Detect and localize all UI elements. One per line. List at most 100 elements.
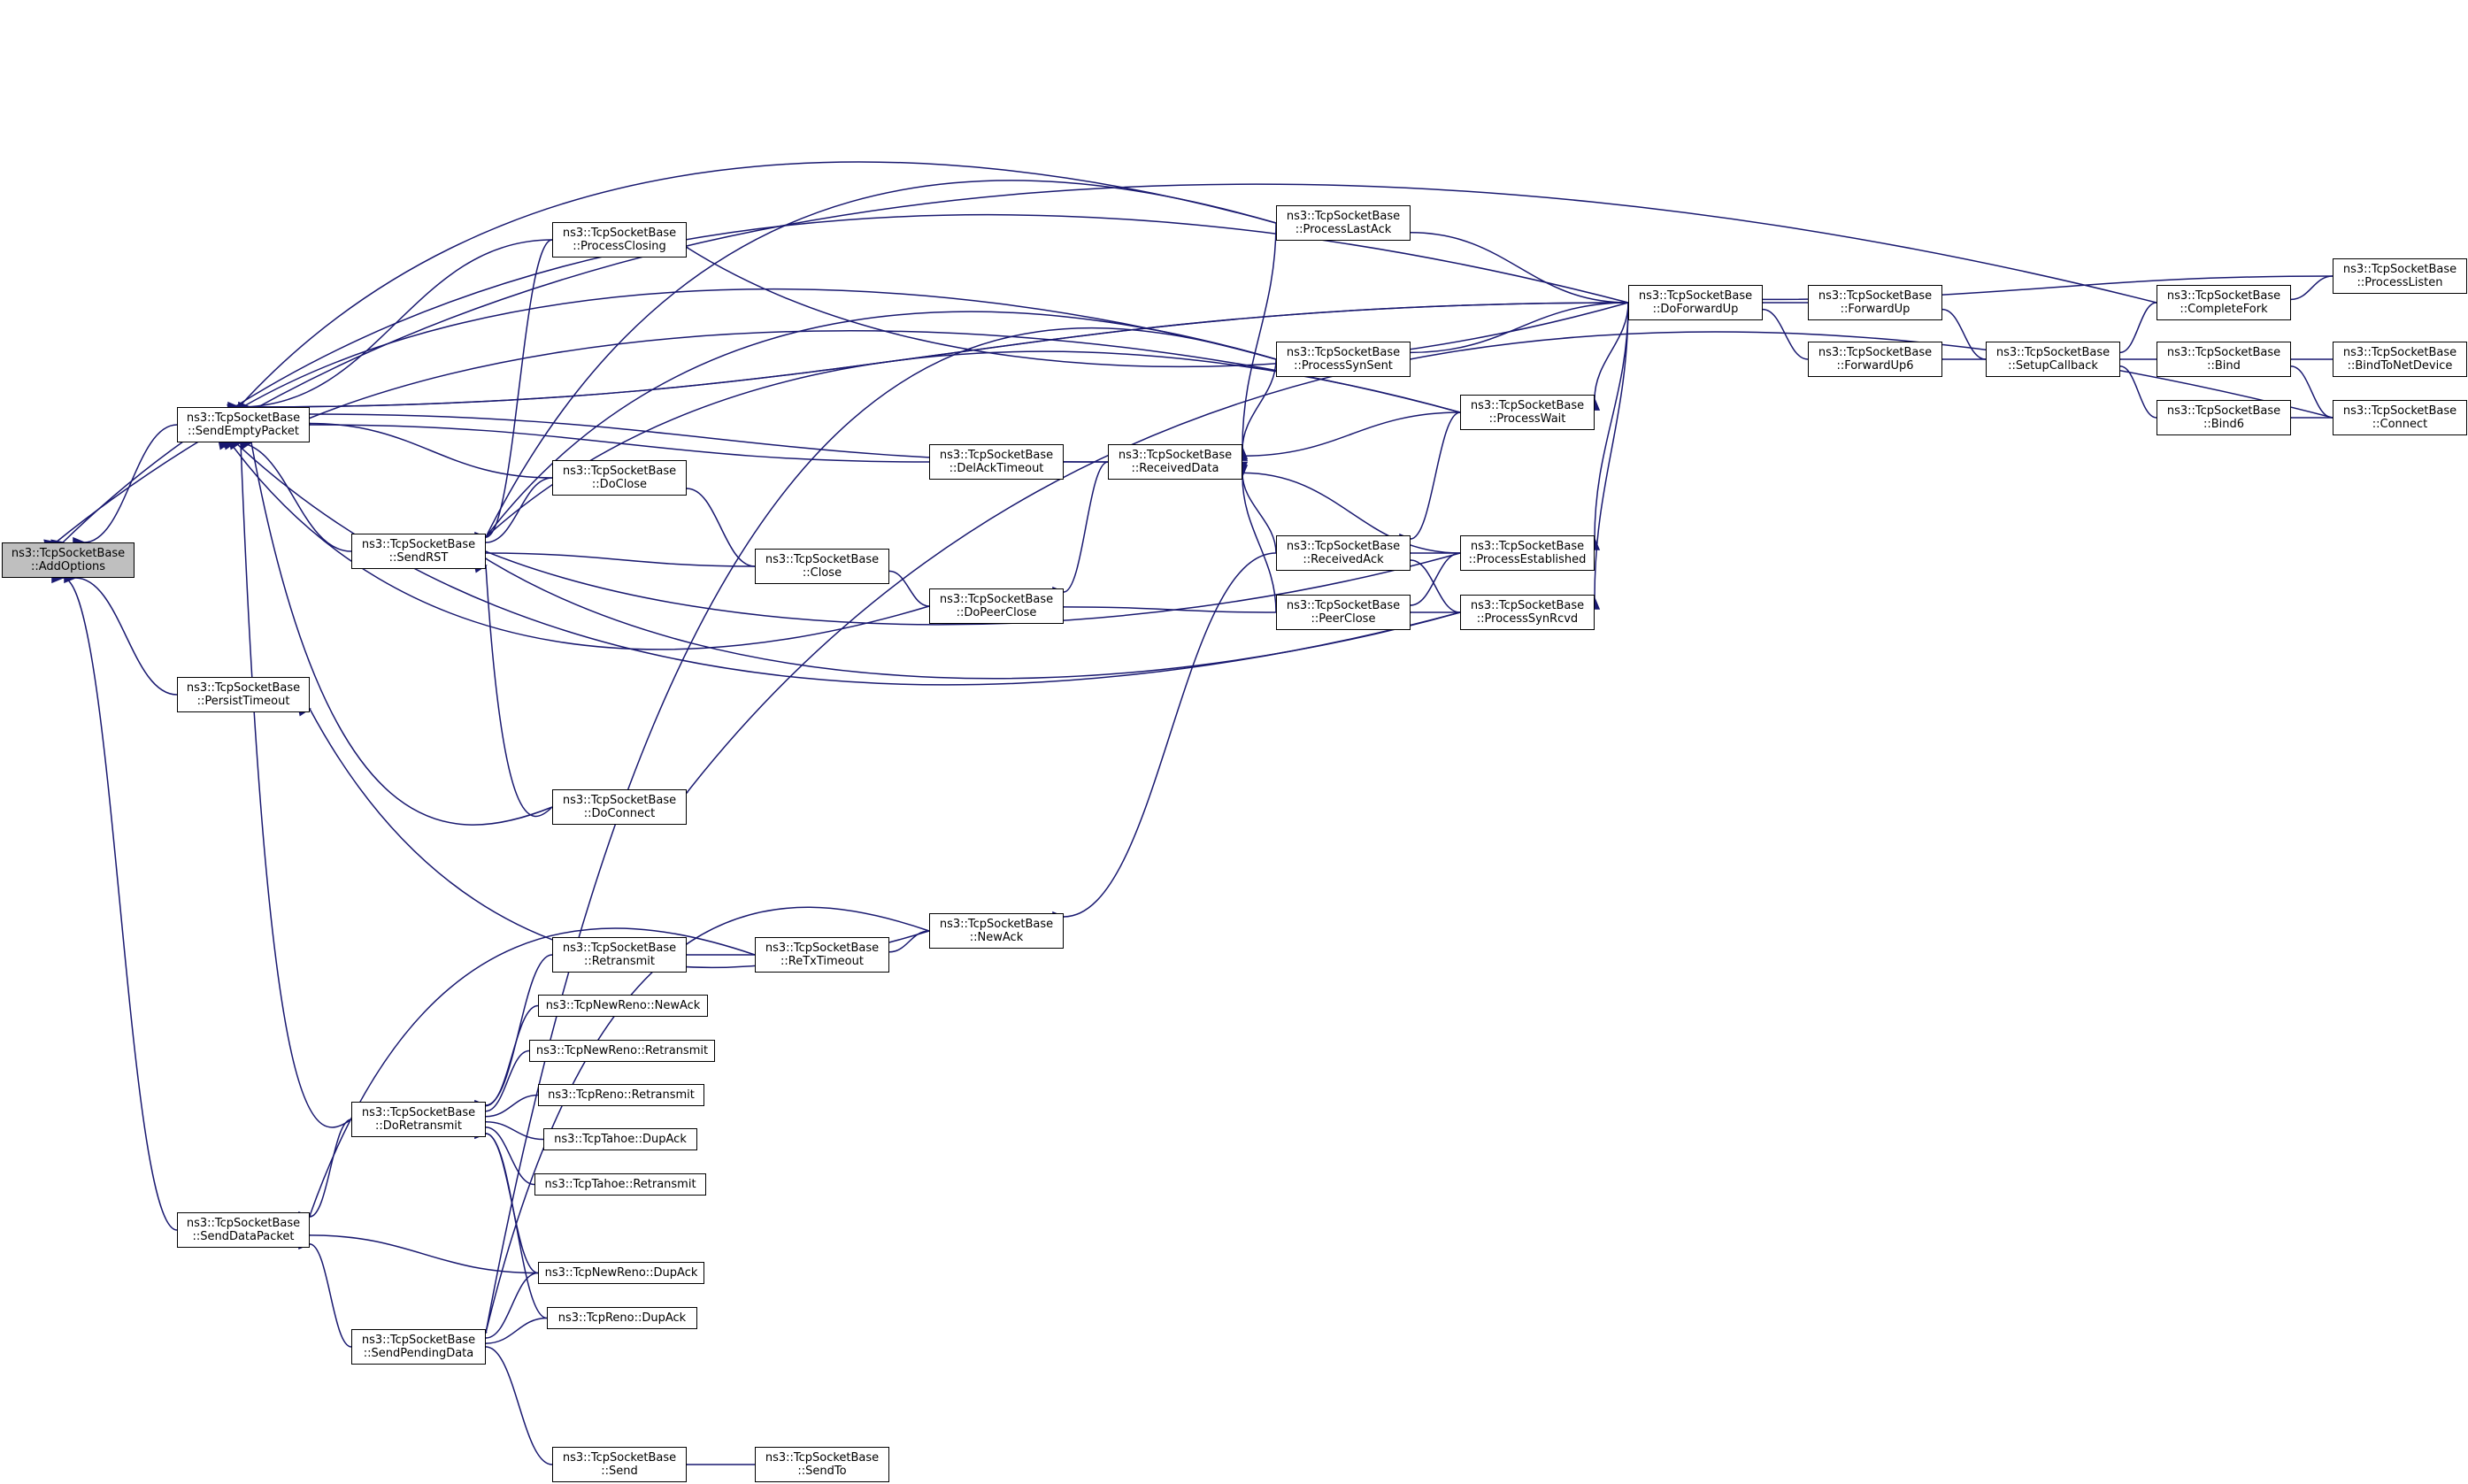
call-edge-setupcallback-bind6 bbox=[2119, 365, 2157, 419]
node-retransmit[interactable]: ns3::TcpSocketBase::Retransmit bbox=[552, 937, 687, 973]
call-edge-receiveddata-receivedack bbox=[1242, 473, 1277, 554]
node-sendrst[interactable]: ns3::TcpSocketBase::SendRST bbox=[351, 534, 486, 569]
call-edge-processsynrcvd-doforwardup bbox=[1594, 302, 1629, 599]
node-sendto[interactable]: ns3::TcpSocketBase::SendTo bbox=[755, 1447, 889, 1482]
call-edge-sendpendingdata-reno-dupack bbox=[485, 1317, 548, 1344]
node-tahoe-dupack[interactable]: ns3::TcpTahoe::DupAck bbox=[543, 1128, 697, 1150]
node-sendemptypacket[interactable]: ns3::TcpSocketBase::SendEmptyPacket bbox=[177, 407, 310, 442]
call-edge-receiveddata-processsynsent bbox=[1242, 358, 1277, 450]
node-processestablished[interactable]: ns3::TcpSocketBase::ProcessEstablished bbox=[1460, 535, 1595, 571]
call-edge-processlastack-doforwardup bbox=[1410, 232, 1629, 304]
call-edge-sendemptypacket-doconnect bbox=[250, 442, 553, 826]
call-edge-processsynsent-doforwardup bbox=[1410, 302, 1629, 354]
call-edge-senddatapacket-sendpendingdata bbox=[309, 1243, 352, 1348]
node-processsynrcvd[interactable]: ns3::TcpSocketBase::ProcessSynRcvd bbox=[1460, 595, 1595, 630]
node-senddatapacket[interactable]: ns3::TcpSocketBase::SendDataPacket bbox=[177, 1212, 310, 1248]
call-edge-doretransmit-tahoe-retransmit bbox=[485, 1126, 535, 1186]
call-edge-receiveddata-processwait bbox=[1242, 411, 1461, 458]
call-edge-senddatapacket-rextimeout bbox=[309, 927, 756, 1217]
node-doconnect[interactable]: ns3::TcpSocketBase::DoConnect bbox=[552, 789, 687, 825]
call-edge-sendrst-processlastack bbox=[485, 180, 1277, 538]
node-doretransmit[interactable]: ns3::TcpSocketBase::DoRetransmit bbox=[351, 1102, 486, 1137]
call-edge-sendpendingdata-processsynsent bbox=[485, 327, 1277, 1334]
node-processclosing[interactable]: ns3::TcpSocketBase::ProcessClosing bbox=[552, 222, 687, 258]
call-edge-sendrst-processsynsent bbox=[485, 311, 1277, 538]
call-edge-dopeerclose-peerclose bbox=[1063, 606, 1277, 613]
node-processsynsent[interactable]: ns3::TcpSocketBase::ProcessSynSent bbox=[1276, 342, 1411, 377]
call-edge-addoptions-persisttimeout bbox=[74, 577, 178, 696]
call-edge-sendemptypacket-processsynsent bbox=[242, 288, 1277, 408]
call-edge-setupcallback-completefork bbox=[2119, 302, 2157, 354]
call-edge-sendrst-doconnect bbox=[485, 565, 553, 818]
node-newack[interactable]: ns3::TcpSocketBase::NewAck bbox=[929, 913, 1064, 949]
node-newreno-newack[interactable]: ns3::TcpNewReno::NewAck bbox=[538, 995, 708, 1017]
call-edge-receiveddata-peerclose bbox=[1242, 475, 1277, 613]
node-forwardup[interactable]: ns3::TcpSocketBase::ForwardUp bbox=[1808, 285, 1942, 320]
call-edge-doforwardup-forwardup6 bbox=[1762, 308, 1809, 360]
call-edge-sendemptypacket-processclosing bbox=[238, 239, 553, 408]
call-edge-sendemptypacket-doforwardup bbox=[249, 302, 1629, 408]
node-bind6[interactable]: ns3::TcpSocketBase::Bind6 bbox=[2157, 400, 2291, 435]
node-completefork[interactable]: ns3::TcpSocketBase::CompleteFork bbox=[2157, 285, 2291, 320]
call-edge-receivedack-processwait bbox=[1410, 411, 1461, 540]
call-edge-peerclose-processestablished bbox=[1410, 552, 1461, 606]
call-edge-sendemptypacket-doretransmit bbox=[240, 442, 352, 1128]
call-edge-completefork-processlisten bbox=[2290, 275, 2333, 301]
node-processwait[interactable]: ns3::TcpSocketBase::ProcessWait bbox=[1460, 395, 1595, 430]
node-newreno-retransmit[interactable]: ns3::TcpNewReno::Retransmit bbox=[529, 1040, 715, 1062]
call-edge-receiveddata-processestablished bbox=[1242, 472, 1461, 554]
node-bindtonetdevice[interactable]: ns3::TcpSocketBase::BindToNetDevice bbox=[2333, 342, 2467, 377]
node-rextimeout[interactable]: ns3::TcpSocketBase::ReTxTimeout bbox=[755, 937, 889, 973]
call-edge-sendrst-processclosing bbox=[485, 239, 553, 538]
call-edge-sendemptypacket-delacktimeout bbox=[309, 424, 930, 463]
node-send[interactable]: ns3::TcpSocketBase::Send bbox=[552, 1447, 687, 1482]
node-sendpendingdata[interactable]: ns3::TcpSocketBase::SendPendingData bbox=[351, 1329, 486, 1365]
node-tahoe-retransmit[interactable]: ns3::TcpTahoe::Retransmit bbox=[534, 1173, 706, 1196]
call-edge-receivedack-processsynrcvd bbox=[1410, 559, 1461, 613]
node-forwardup6[interactable]: ns3::TcpSocketBase::ForwardUp6 bbox=[1808, 342, 1942, 377]
call-edge-doretransmit-reno-retransmit bbox=[485, 1094, 539, 1118]
call-edge-dopeerclose-receiveddata bbox=[1063, 461, 1109, 593]
node-processlastack[interactable]: ns3::TcpSocketBase::ProcessLastAck bbox=[1276, 205, 1411, 241]
node-receivedack[interactable]: ns3::TcpSocketBase::ReceivedAck bbox=[1276, 535, 1411, 571]
call-edge-addoptions-senddatapacket bbox=[62, 577, 178, 1231]
node-doclose[interactable]: ns3::TcpSocketBase::DoClose bbox=[552, 460, 687, 496]
call-edge-sendemptypacket-dopeerclose bbox=[229, 442, 930, 650]
call-edge-processestablished-doforwardup bbox=[1594, 302, 1629, 540]
call-edge-sendrst-doclose bbox=[485, 477, 553, 543]
call-edge-senddatapacket-doretransmit bbox=[309, 1119, 352, 1218]
call-edge-sendpendingdata-newack bbox=[485, 906, 930, 1334]
call-edge-rextimeout-newack bbox=[888, 930, 930, 953]
node-dopeerclose[interactable]: ns3::TcpSocketBase::DoPeerClose bbox=[929, 588, 1064, 624]
call-edge-sendemptypacket-processlastack bbox=[238, 161, 1277, 408]
node-newreno-dupack[interactable]: ns3::TcpNewReno::DupAck bbox=[538, 1262, 704, 1284]
call-edge-receiveddata-processlastack bbox=[1242, 222, 1277, 449]
node-bind[interactable]: ns3::TcpSocketBase::Bind bbox=[2157, 342, 2291, 377]
node-processlisten[interactable]: ns3::TcpSocketBase::ProcessListen bbox=[2333, 258, 2467, 294]
call-edge-sendrst-processsynrcvd bbox=[485, 557, 1461, 680]
node-doforwardup[interactable]: ns3::TcpSocketBase::DoForwardUp bbox=[1628, 285, 1763, 320]
call-edge-bind-connect bbox=[2290, 365, 2333, 419]
call-edge-sendpendingdata-newreno-dupack bbox=[485, 1272, 539, 1339]
node-receiveddata[interactable]: ns3::TcpSocketBase::ReceivedData bbox=[1108, 444, 1242, 480]
call-edge-newack-receivedack bbox=[1063, 552, 1277, 918]
node-reno-retransmit[interactable]: ns3::TcpReno::Retransmit bbox=[538, 1084, 704, 1106]
call-edge-processclosing-doforwardup bbox=[686, 246, 1629, 368]
call-edge-addoptions-completefork bbox=[55, 183, 2157, 543]
call-edge-sendrst-close bbox=[485, 552, 756, 567]
call-edge-doretransmit-newreno-newack bbox=[485, 1004, 539, 1107]
node-reno-dupack[interactable]: ns3::TcpReno::DupAck bbox=[547, 1307, 697, 1329]
call-edge-processwait-doforwardup bbox=[1594, 302, 1629, 400]
node-delacktimeout[interactable]: ns3::TcpSocketBase::DelAckTimeout bbox=[929, 444, 1064, 480]
call-edge-sendrst-processestablished bbox=[485, 550, 1461, 626]
node-peerclose[interactable]: ns3::TcpSocketBase::PeerClose bbox=[1276, 595, 1411, 630]
call-edge-doretransmit-tahoe-dupack bbox=[485, 1120, 544, 1141]
node-addoptions: ns3::TcpSocketBase::AddOptions bbox=[2, 542, 135, 578]
node-persisttimeout[interactable]: ns3::TcpSocketBase::PersistTimeout bbox=[177, 677, 310, 712]
node-setupcallback[interactable]: ns3::TcpSocketBase::SetupCallback bbox=[1986, 342, 2120, 377]
call-edge-sendemptypacket-doclose bbox=[309, 422, 553, 479]
node-connect[interactable]: ns3::TcpSocketBase::Connect bbox=[2333, 400, 2467, 435]
node-close[interactable]: ns3::TcpSocketBase::Close bbox=[755, 549, 889, 584]
call-edge-doretransmit-retransmit bbox=[485, 954, 553, 1106]
